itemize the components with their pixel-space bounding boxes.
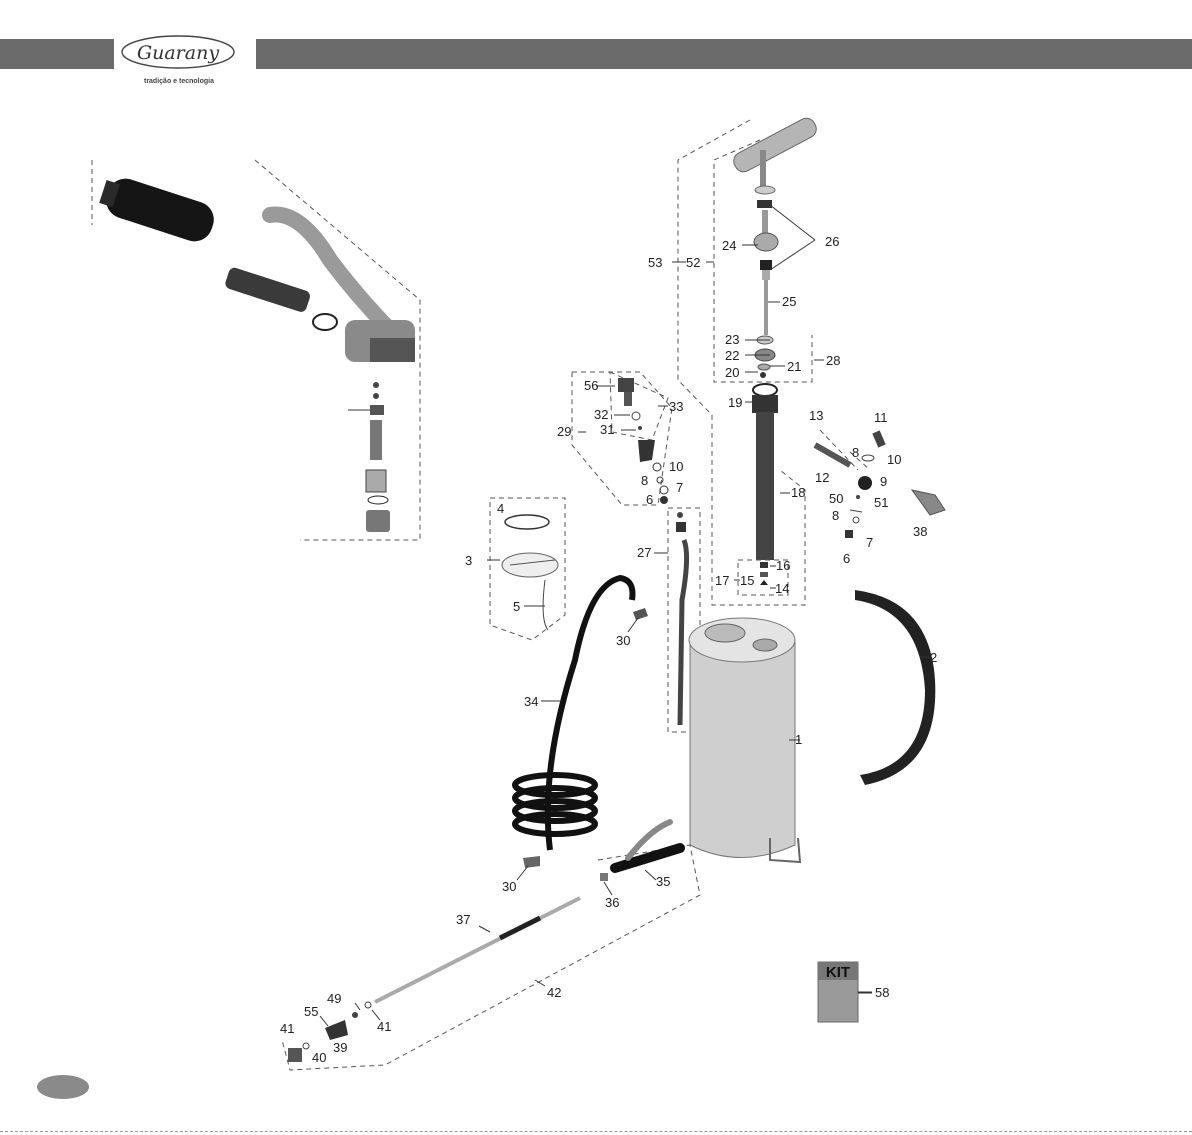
- valve-detail-view: [92, 160, 420, 540]
- part-label: 15: [740, 573, 754, 588]
- part-label: 30: [616, 633, 630, 648]
- part-label: 51: [874, 495, 888, 510]
- part-label: 9: [880, 474, 887, 489]
- part-label: 53: [648, 255, 662, 270]
- part-label: 23: [725, 332, 739, 347]
- part-label: 38: [913, 524, 927, 539]
- part-label: 12: [815, 470, 829, 485]
- part-label: 10: [887, 452, 901, 467]
- part-label: 35: [656, 874, 670, 889]
- part-label: 30: [502, 879, 516, 894]
- bottom-divider: [0, 1131, 1192, 1132]
- shoulder-strap: [855, 590, 935, 785]
- part-label: 28: [826, 353, 840, 368]
- hose: [515, 578, 633, 850]
- part-label: 52: [686, 255, 700, 270]
- part-label: 8: [641, 473, 648, 488]
- lid-assembly: [490, 498, 565, 640]
- part-label: 36: [605, 895, 619, 910]
- part-label: 6: [646, 492, 653, 507]
- pump-cylinder-part: [756, 412, 774, 560]
- tank-body: [689, 618, 800, 862]
- part-label: 17: [715, 573, 729, 588]
- part-label: 41: [377, 1019, 391, 1034]
- part-label: 39: [333, 1040, 347, 1055]
- part-label: 10: [669, 459, 683, 474]
- part-label: 7: [676, 480, 683, 495]
- part-label: 7: [866, 535, 873, 550]
- part-label: 33: [669, 399, 683, 414]
- page-number-badge: [37, 1075, 89, 1099]
- part-label: 4: [497, 501, 504, 516]
- part-label: 13: [809, 408, 823, 423]
- part-label: 16: [776, 558, 790, 573]
- part-label: 11: [874, 410, 888, 425]
- part-label: 49: [327, 991, 341, 1006]
- part-label: 25: [782, 294, 796, 309]
- trigger-lever-part: [270, 215, 395, 335]
- part-label: 18: [791, 485, 805, 500]
- part-label: 31: [600, 422, 614, 437]
- part-label: 3: [465, 553, 472, 568]
- part-label: 24: [722, 238, 736, 253]
- part-label: 55: [304, 1004, 318, 1019]
- part-label: 8: [832, 508, 839, 523]
- part-label: 50: [829, 491, 843, 506]
- part-label: 41: [280, 1021, 294, 1036]
- kit-label: KIT: [826, 964, 850, 981]
- part-label: 40: [312, 1050, 326, 1065]
- part-label: 26: [825, 234, 839, 249]
- part-label: 58: [875, 985, 889, 1000]
- part-label: 1: [795, 732, 802, 747]
- part-label: 14: [775, 581, 789, 596]
- part-label: 22: [725, 348, 739, 363]
- lance-assembly: [282, 822, 700, 1070]
- part-label: 29: [557, 424, 571, 439]
- part-label: 5: [513, 599, 520, 614]
- filter-screen-part: [224, 266, 312, 313]
- part-label: 21: [787, 359, 801, 374]
- part-label: 37: [456, 912, 470, 927]
- part-label: 34: [524, 694, 538, 709]
- part-label: 20: [725, 365, 739, 380]
- part-label: 42: [547, 985, 561, 1000]
- part-label: 32: [594, 407, 608, 422]
- part-label: 2: [930, 650, 937, 665]
- part-label: 6: [843, 551, 850, 566]
- kit-box: KIT: [818, 962, 872, 1022]
- part-label: 27: [637, 545, 651, 560]
- part-label: 19: [728, 395, 742, 410]
- part-label: 8: [852, 445, 859, 460]
- part-label: 56: [584, 378, 598, 393]
